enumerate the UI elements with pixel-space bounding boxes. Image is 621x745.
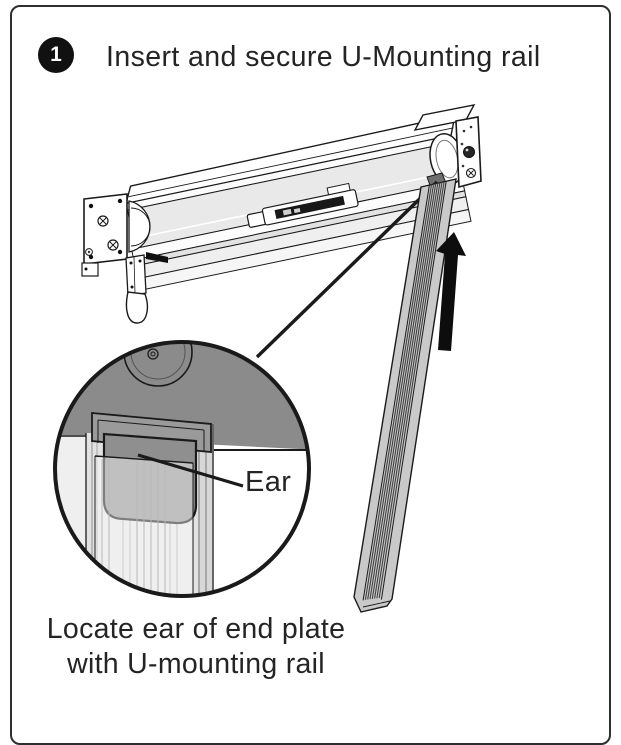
phillips-screw bbox=[107, 239, 119, 251]
right-end-plate bbox=[413, 104, 482, 189]
left-end-plate bbox=[81, 193, 168, 324]
disc-screw bbox=[147, 348, 159, 360]
mounting-rail-illustration bbox=[53, 104, 482, 613]
phillips-screw bbox=[465, 167, 477, 179]
caption-line-2: with U-mounting rail bbox=[67, 647, 325, 680]
up-arrow-icon bbox=[436, 232, 466, 351]
step-title: Insert and secure U-Mounting rail bbox=[106, 41, 541, 73]
detail-circle-outline bbox=[53, 340, 311, 598]
hex-bolt bbox=[463, 146, 475, 158]
shade-housing bbox=[125, 114, 472, 293]
corner-screw bbox=[117, 198, 123, 204]
channel-front-wall bbox=[94, 455, 194, 596]
u-mounting-rail bbox=[353, 178, 457, 613]
housing-handle bbox=[246, 182, 359, 228]
corner-screw bbox=[88, 254, 94, 260]
pull-tab bbox=[125, 254, 149, 324]
corner-screw bbox=[88, 203, 94, 209]
phillips-screw bbox=[97, 215, 109, 227]
corner-screw bbox=[117, 249, 123, 255]
shadow-wedge bbox=[146, 252, 168, 263]
ear-label: Ear bbox=[245, 466, 292, 498]
detail-circle bbox=[53, 340, 311, 598]
ear-leader-line bbox=[137, 453, 244, 488]
ear-tab bbox=[102, 432, 198, 525]
detail-leader-line bbox=[255, 180, 439, 359]
step-number-badge: 1 bbox=[38, 37, 74, 73]
end-cap-top bbox=[413, 104, 476, 131]
step-number: 1 bbox=[50, 43, 62, 66]
caption: Locate ear of end plate with U-mounting … bbox=[12, 612, 380, 682]
caption-line-1: Locate ear of end plate bbox=[46, 613, 346, 645]
